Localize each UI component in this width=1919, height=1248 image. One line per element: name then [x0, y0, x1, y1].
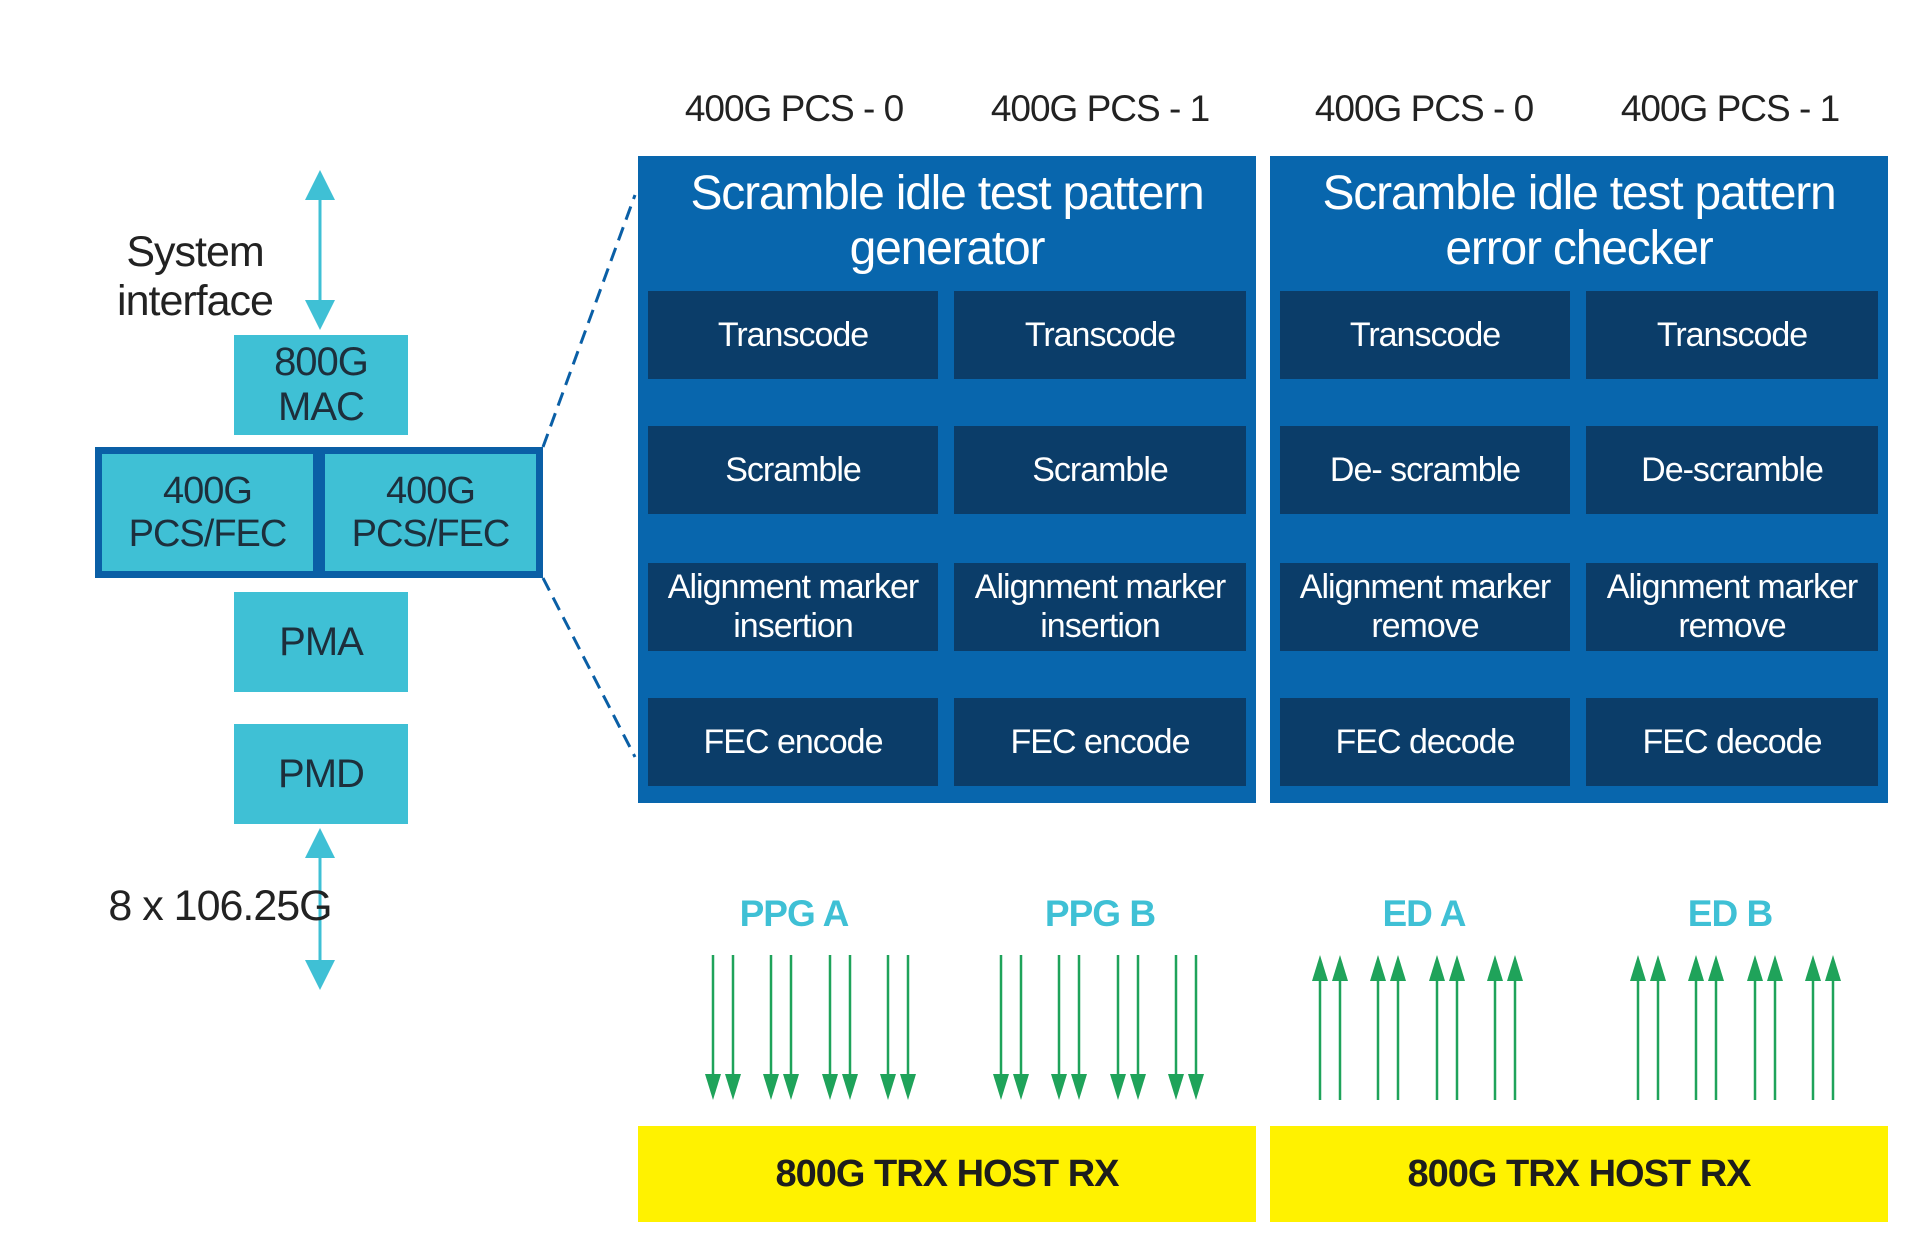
lanes-rate-label: 8 x 106.25G	[108, 882, 332, 930]
system-interface-label: System interface	[117, 228, 274, 325]
pcs-fec-group: 400G PCS/FEC 400G PCS/FEC	[95, 447, 543, 578]
arrowhead-icon	[1130, 1074, 1146, 1100]
arrowhead-icon	[1370, 955, 1386, 981]
generator-scramble-0: Scramble	[648, 426, 938, 514]
arrowhead-icon	[1650, 955, 1666, 981]
arrowhead-icon	[705, 1074, 721, 1100]
checker-fec-decode-0: FEC decode	[1280, 698, 1570, 786]
checker-descramble-0: De- scramble	[1280, 426, 1570, 514]
generator-fec-encode-0: FEC encode	[648, 698, 938, 786]
ed-b-label: ED B	[1687, 893, 1773, 934]
arrowhead-icon	[1507, 955, 1523, 981]
arrowhead-icon	[1688, 955, 1704, 981]
arrowhead-icon	[1013, 1074, 1029, 1100]
arrowhead-icon	[1708, 955, 1724, 981]
arrowhead-icon	[993, 1074, 1009, 1100]
arrowhead-icon	[1429, 955, 1445, 981]
generator-pcs0-header: 400G PCS - 0	[684, 88, 904, 129]
arrowhead-icon	[1805, 955, 1821, 981]
arrowhead-icon	[1747, 955, 1763, 981]
arrowhead-icon	[1390, 955, 1406, 981]
arrowhead-icon	[1332, 955, 1348, 981]
zoom-line-bottom	[541, 577, 637, 758]
arrowhead-icon	[822, 1074, 838, 1100]
arrowhead-icon	[1168, 1074, 1184, 1100]
generator-scramble-1: Scramble	[954, 426, 1246, 514]
pmd-block: PMD	[234, 724, 408, 824]
checker-pcs0-header: 400G PCS - 0	[1314, 88, 1534, 129]
zoom-line-top	[541, 194, 637, 448]
arrowhead-icon	[1487, 955, 1503, 981]
checker-am-remove-0: Alignment marker remove	[1280, 563, 1570, 651]
checker-am-remove-1: Alignment marker remove	[1586, 563, 1878, 651]
arrowhead-icon	[880, 1074, 896, 1100]
arrowhead-icon	[842, 1074, 858, 1100]
ed-a-label: ED A	[1382, 893, 1466, 934]
arrowhead-icon	[783, 1074, 799, 1100]
generator-am-insertion-0: Alignment marker insertion	[648, 563, 938, 651]
checker-pcs1-header: 400G PCS - 1	[1620, 88, 1840, 129]
checker-descramble-1: De-scramble	[1586, 426, 1878, 514]
arrowhead-icon	[1767, 955, 1783, 981]
arrowhead-icon	[1110, 1074, 1126, 1100]
arrowhead-icon	[1188, 1074, 1204, 1100]
checker-transcode-1: Transcode	[1586, 291, 1878, 379]
host-rx-bar-checker: 800G TRX HOST RX	[1270, 1126, 1888, 1222]
generator-transcode-0: Transcode	[648, 291, 938, 379]
host-rx-bar-generator: 800G TRX HOST RX	[638, 1126, 1256, 1222]
generator-title: Scramble idle test pattern generator	[690, 167, 1204, 275]
pcs-fec-block-1: 400G PCS/FEC	[325, 454, 536, 571]
checker-title: Scramble idle test pattern error checker	[1322, 167, 1836, 275]
arrowhead-icon	[1630, 955, 1646, 981]
generator-pcs1-header: 400G PCS - 1	[990, 88, 1210, 129]
arrowhead-icon	[725, 1074, 741, 1100]
checker-fec-decode-1: FEC decode	[1586, 698, 1878, 786]
arrowhead-icon	[763, 1074, 779, 1100]
checker-panel: Scramble idle test pattern error checker…	[1270, 156, 1888, 803]
arrowhead-icon	[1825, 955, 1841, 981]
pma-block: PMA	[234, 592, 408, 692]
mac-block: 800G MAC	[234, 335, 408, 435]
ppg-a-label: PPG A	[739, 893, 850, 934]
ppg-b-label: PPG B	[1044, 893, 1156, 934]
arrowhead-icon	[1449, 955, 1465, 981]
lane-arrows	[705, 955, 1841, 1100]
generator-panel: Scramble idle test pattern generator Tra…	[638, 156, 1256, 803]
checker-transcode-0: Transcode	[1280, 291, 1570, 379]
pcs-fec-block-0: 400G PCS/FEC	[102, 454, 313, 571]
generator-fec-encode-1: FEC encode	[954, 698, 1246, 786]
generator-transcode-1: Transcode	[954, 291, 1246, 379]
arrowhead-icon	[1051, 1074, 1067, 1100]
arrowhead-icon	[1312, 955, 1328, 981]
arrowhead-icon	[1071, 1074, 1087, 1100]
arrowhead-icon	[900, 1074, 916, 1100]
generator-am-insertion-1: Alignment marker insertion	[954, 563, 1246, 651]
